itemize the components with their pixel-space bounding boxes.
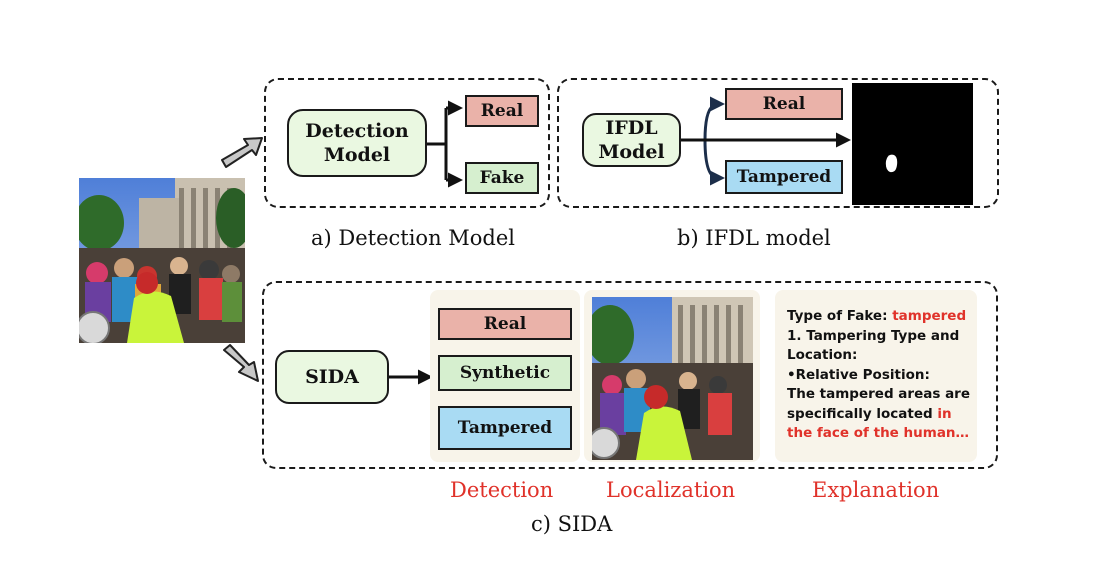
sida-output-real: Real [438, 308, 572, 340]
detection-model-label-line1: Detection [305, 120, 409, 142]
caption-sida: c) SIDA [531, 512, 613, 536]
detection-model-panel [264, 78, 550, 208]
explanation-text: Type of Fake: tampered 1. Tampering Type… [787, 307, 977, 444]
block-arrow-up [221, 137, 263, 168]
sida-panel [262, 281, 998, 469]
ifdl-model-label-line1: IFDL [605, 117, 658, 139]
explanation-line-1: Type of Fake: tampered [787, 308, 967, 324]
input-photo [79, 178, 245, 343]
sida-output-tampered: Tampered [438, 406, 572, 450]
explanation-line-2: 1. Tampering Type and [787, 327, 960, 344]
tamper-mask-image [852, 83, 973, 205]
explanation-line-6: specifically located in [787, 405, 952, 422]
detection-model-box: Detection Model [287, 109, 427, 177]
explanation-line-4: •Relative Position: [787, 366, 930, 383]
block-arrow-down [223, 344, 259, 382]
ifdl-model-label-line2: Model [598, 141, 665, 163]
ifdl-output-tampered: Tampered [725, 160, 843, 194]
sida-output-synthetic: Synthetic [438, 355, 572, 391]
label-explanation: Explanation [812, 478, 940, 502]
detection-output-fake: Fake [465, 162, 539, 194]
explanation-line-7: the face of the human… [787, 425, 970, 441]
label-localization: Localization [606, 478, 736, 502]
ifdl-output-real: Real [725, 88, 843, 120]
fake-type-value: tampered [892, 308, 967, 324]
detection-model-label-line2: Model [323, 144, 391, 166]
caption-detection-model: a) Detection Model [311, 226, 516, 250]
label-detection: Detection [450, 478, 554, 502]
explanation-line-5: The tampered areas are [787, 386, 970, 402]
sida-localization-photo [592, 297, 753, 460]
ifdl-model-panel [557, 78, 999, 208]
ifdl-model-box: IFDL Model [582, 113, 681, 167]
explanation-line-3: Location: [787, 347, 858, 363]
explanation-panel [775, 290, 977, 462]
caption-ifdl-model: b) IFDL model [677, 226, 831, 250]
sida-model-box: SIDA [275, 350, 389, 404]
detection-output-real: Real [465, 95, 539, 127]
